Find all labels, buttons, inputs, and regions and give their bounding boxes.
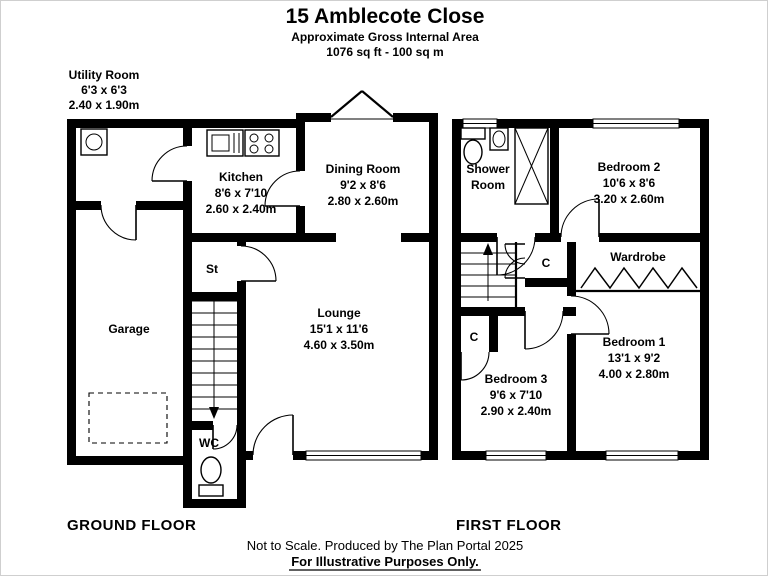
kitchen-dims-m: 2.60 x 2.40m [206, 202, 277, 216]
bedroom3-dims-ft: 9'6 x 7'10 [490, 388, 543, 402]
garage-dashed-outline [88, 392, 168, 444]
ground-floor-doors [100, 145, 301, 456]
hob-icon [244, 129, 280, 157]
kitchen-sink-icon [206, 129, 244, 157]
dining-room-label: Dining Room [326, 162, 401, 176]
wardrobe-label: Wardrobe [610, 250, 666, 264]
bedroom3-dims-m: 2.90 x 2.40m [481, 404, 552, 418]
lounge-dims-ft: 15'1 x 11'6 [310, 322, 369, 336]
first-floor-stairs [461, 242, 518, 307]
toilet-icon [460, 127, 486, 165]
bedroom2-dims-m: 3.20 x 2.60m [594, 192, 665, 206]
kitchen-dims-ft: 8'6 x 7'10 [215, 186, 268, 200]
utility-garage-door [100, 204, 137, 241]
bedroom2-dims-ft: 10'6 x 8'6 [603, 176, 656, 190]
lounge-rear-door [252, 414, 294, 456]
ground-floor-walls [67, 113, 438, 508]
shower-room-label-line1: Shower [466, 162, 510, 176]
washing-machine-icon [80, 128, 108, 156]
bedroom3-cupboard-label: C [470, 330, 479, 344]
page-subtitle-area: Approximate Gross Internal Area [291, 30, 479, 44]
first-floor-title: FIRST FLOOR [456, 517, 562, 534]
first-floor-doors [460, 198, 610, 381]
lounge-label: Lounge [317, 306, 361, 320]
bedroom1-dims-m: 4.00 x 2.80m [599, 367, 670, 381]
shower-icon [514, 127, 549, 205]
page-title: 15 Amblecote Close [286, 5, 485, 28]
footer-illustrative-note: For Illustrative Purposes Only. [291, 554, 479, 569]
dining-french-doors [330, 90, 394, 120]
shower-room-label-line2: Room [471, 178, 505, 192]
wc-toilet-icon [198, 456, 224, 497]
kitchen-label: Kitchen [219, 170, 263, 184]
ground-floor-fixtures [80, 128, 280, 497]
stairs-direction-arrow-icon [483, 243, 493, 301]
dining-room-dims-m: 2.80 x 2.60m [328, 194, 399, 208]
ground-floor-labels: Utility Room 6'3 x 6'3 2.40 x 1.90m Kitc… [67, 68, 400, 534]
first-floor-walls [452, 119, 709, 460]
bedroom1-window [605, 450, 679, 461]
utility-room-dims-m: 2.40 x 1.90m [69, 98, 140, 112]
store-door [240, 245, 277, 282]
ground-floor-title: GROUND FLOOR [67, 517, 196, 534]
utility-kitchen-door [151, 145, 188, 182]
lounge-dims-m: 4.60 x 3.50m [304, 338, 375, 352]
ground-floor-stairs [192, 300, 237, 419]
bedroom3-door [524, 310, 564, 350]
sink-icon [489, 127, 509, 151]
bedroom3-label: Bedroom 3 [485, 372, 548, 386]
utility-room-label: Utility Room [69, 68, 140, 82]
bedroom1-label: Bedroom 1 [603, 335, 666, 349]
lounge-window [305, 450, 422, 461]
bedroom3-cupboard-door [460, 351, 490, 381]
wc-label: WC [199, 436, 219, 450]
store-label: St [206, 262, 218, 276]
shower-room-window [462, 118, 498, 129]
landing-cupboard-label: C [542, 256, 551, 270]
wardrobe-rail-icon [576, 266, 700, 293]
dining-room-dims-ft: 9'2 x 8'6 [340, 178, 386, 192]
ground-floor-windows [305, 90, 422, 461]
bedroom3-window [485, 450, 547, 461]
footer-block: Not to Scale. Produced by The Plan Porta… [247, 538, 524, 571]
wc-door [212, 424, 238, 450]
bedroom1-dims-ft: 13'1 x 9'2 [608, 351, 661, 365]
first-floor-windows [462, 118, 680, 461]
first-floor-fixtures [460, 127, 700, 293]
first-floor-labels: Shower Room Bedroom 2 10'6 x 8'6 3.20 x … [456, 160, 669, 534]
bedroom1-door [570, 295, 610, 335]
page-subtitle-size: 1076 sq ft - 100 sq m [326, 45, 443, 59]
footer-disclaimer: Not to Scale. Produced by The Plan Porta… [247, 538, 524, 553]
title-block: 15 Amblecote Close Approximate Gross Int… [286, 5, 485, 59]
utility-room-dims-ft: 6'3 x 6'3 [81, 83, 127, 97]
stairs-direction-arrow-icon [209, 301, 219, 419]
kitchen-dining-door [264, 170, 301, 207]
bedroom2-label: Bedroom 2 [598, 160, 661, 174]
garage-label: Garage [108, 322, 150, 336]
bedroom2-door [560, 198, 600, 238]
bedroom2-window [592, 118, 680, 129]
